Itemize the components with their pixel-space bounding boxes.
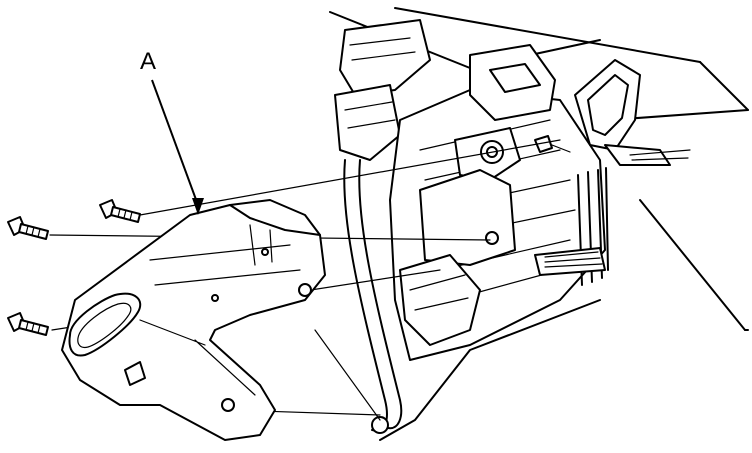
wire-loop-left-inner xyxy=(358,159,403,430)
wire-loop-left xyxy=(343,159,388,432)
bolt-left-thread xyxy=(25,225,41,238)
callout-arrowhead xyxy=(192,198,204,215)
column-shaft-joint xyxy=(334,84,401,161)
steering-column-housing xyxy=(329,7,749,441)
lower-mechanism xyxy=(399,254,481,346)
fanned-connector xyxy=(534,247,606,276)
lower-mechanism-ribs xyxy=(409,274,469,311)
bracket-hole-bottom xyxy=(221,398,235,412)
bracket-hole-center xyxy=(211,294,219,302)
mid-connector-screw xyxy=(485,231,499,245)
bracket-flange-ridges xyxy=(249,224,273,266)
bolt-lower xyxy=(7,312,49,336)
wire-clip xyxy=(371,416,389,434)
bracket-oval-opening xyxy=(68,292,142,357)
bolt-lower-thread xyxy=(25,321,41,334)
callout-leader xyxy=(151,79,199,206)
bracket-hole-right xyxy=(298,283,312,297)
bolt-left-shank xyxy=(18,223,49,240)
housing-bottom-edge xyxy=(379,299,601,441)
small-bolt-shank xyxy=(551,144,571,153)
ring-connector-opening xyxy=(587,74,629,136)
shaft-ribs xyxy=(344,37,416,129)
top-connector-slot xyxy=(489,63,541,93)
bracket-cover xyxy=(61,199,326,441)
callout-label: A xyxy=(140,48,156,75)
bolt-upper xyxy=(99,199,141,223)
housing-top-rim xyxy=(394,7,701,63)
bracket-oval-inner xyxy=(77,302,132,349)
bolt-lower-shank xyxy=(18,319,49,336)
small-bolt-head xyxy=(534,135,553,153)
wire-harness xyxy=(534,135,609,286)
column-shaft-top xyxy=(339,19,431,96)
bracket-tab xyxy=(124,361,146,386)
ring-connector xyxy=(574,59,691,166)
housing-lower-right-edge xyxy=(639,199,746,331)
ring-connector-plug xyxy=(604,144,671,166)
housing-right-edge xyxy=(699,61,749,111)
bolt-upper-shank xyxy=(110,206,141,223)
bolt-left xyxy=(7,216,49,240)
callout-a: A xyxy=(140,48,204,215)
fanned-connector-pins xyxy=(544,251,603,268)
bracket-cover-flange xyxy=(229,199,321,236)
harness-wire-4 xyxy=(605,167,609,271)
bracket-hole-flange xyxy=(261,248,269,256)
ring-connector-wires xyxy=(629,149,691,161)
bolt-upper-thread xyxy=(117,208,133,221)
align-line-clip xyxy=(314,329,381,421)
align-line-upper xyxy=(139,139,561,216)
bracket-ridges xyxy=(139,244,301,396)
mid-connector-plate xyxy=(419,169,516,266)
